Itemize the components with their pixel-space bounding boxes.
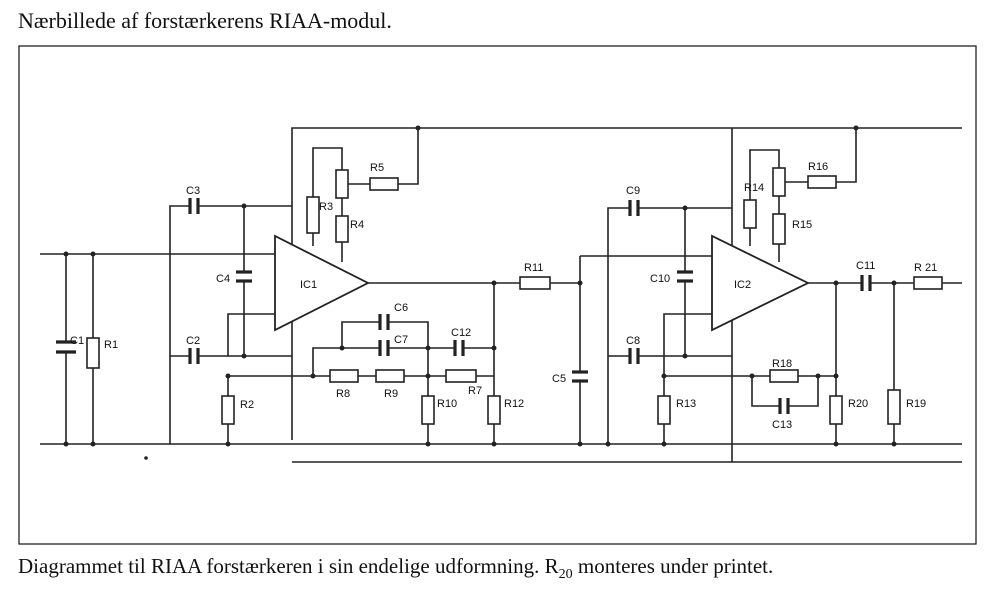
label-r16: R16 [808,161,828,173]
r13 [657,373,671,447]
label-c4: C4 [216,273,230,285]
label-c5: C5 [552,373,566,385]
label-c6: C6 [394,302,408,314]
ic2 [711,234,862,332]
ic1-lower-network [228,283,501,447]
label-r8: R8 [336,388,350,400]
diagram-frame [18,45,977,545]
input-section [40,251,275,460]
label-r20: R20 [848,398,868,410]
label-r14: R14 [744,182,764,194]
label-r2: R2 [240,399,254,411]
label-c7: C7 [394,334,408,346]
label-c2: C2 [186,335,200,347]
label-r18: R18 [772,358,792,370]
c2-c3-branch [169,198,292,444]
label-c12: C12 [451,327,471,339]
label-c13: C13 [772,419,792,431]
page-heading: Nærbillede af forstærkerens RIAA-modul. [18,8,392,33]
label-c11: C11 [856,260,875,272]
label-c3: C3 [186,185,200,197]
ic2-top-feedback [743,125,859,262]
caption-text-2: monteres under printet. [572,554,774,578]
diagram-caption: Diagrammet til RIAA forstærkeren i sin e… [18,553,948,588]
ic1-top-feedback [306,125,421,262]
label-r7: R7 [468,385,482,397]
ic2-lower-network [664,283,843,447]
r11-c5 [519,255,712,447]
label-r10: R10 [437,398,457,410]
label-r11: R11 [524,262,543,274]
caption-subscript: 20 [558,567,573,583]
label-c9: C9 [626,185,640,197]
label-r19: R19 [906,398,926,410]
label-ic2: IC2 [734,279,751,291]
label-r13: R13 [676,398,696,410]
label-r21: R 21 [914,262,937,274]
label-c8: C8 [626,335,640,347]
label-r3: R3 [319,201,333,213]
label-r9: R9 [384,388,398,400]
label-r4: R4 [350,219,364,231]
power-rails [40,127,962,463]
r2 [221,373,235,447]
label-ic1: IC1 [300,279,317,291]
label-r1: R1 [104,339,118,351]
label-c10: C10 [650,273,670,285]
label-r5: R5 [370,162,384,174]
label-r15: R15 [792,219,812,231]
output-section [860,275,962,447]
label-r12: R12 [504,398,524,410]
label-c1: C1 [70,335,84,347]
caption-text-1: Diagrammet til RIAA forstærkeren i sin e… [18,554,559,578]
